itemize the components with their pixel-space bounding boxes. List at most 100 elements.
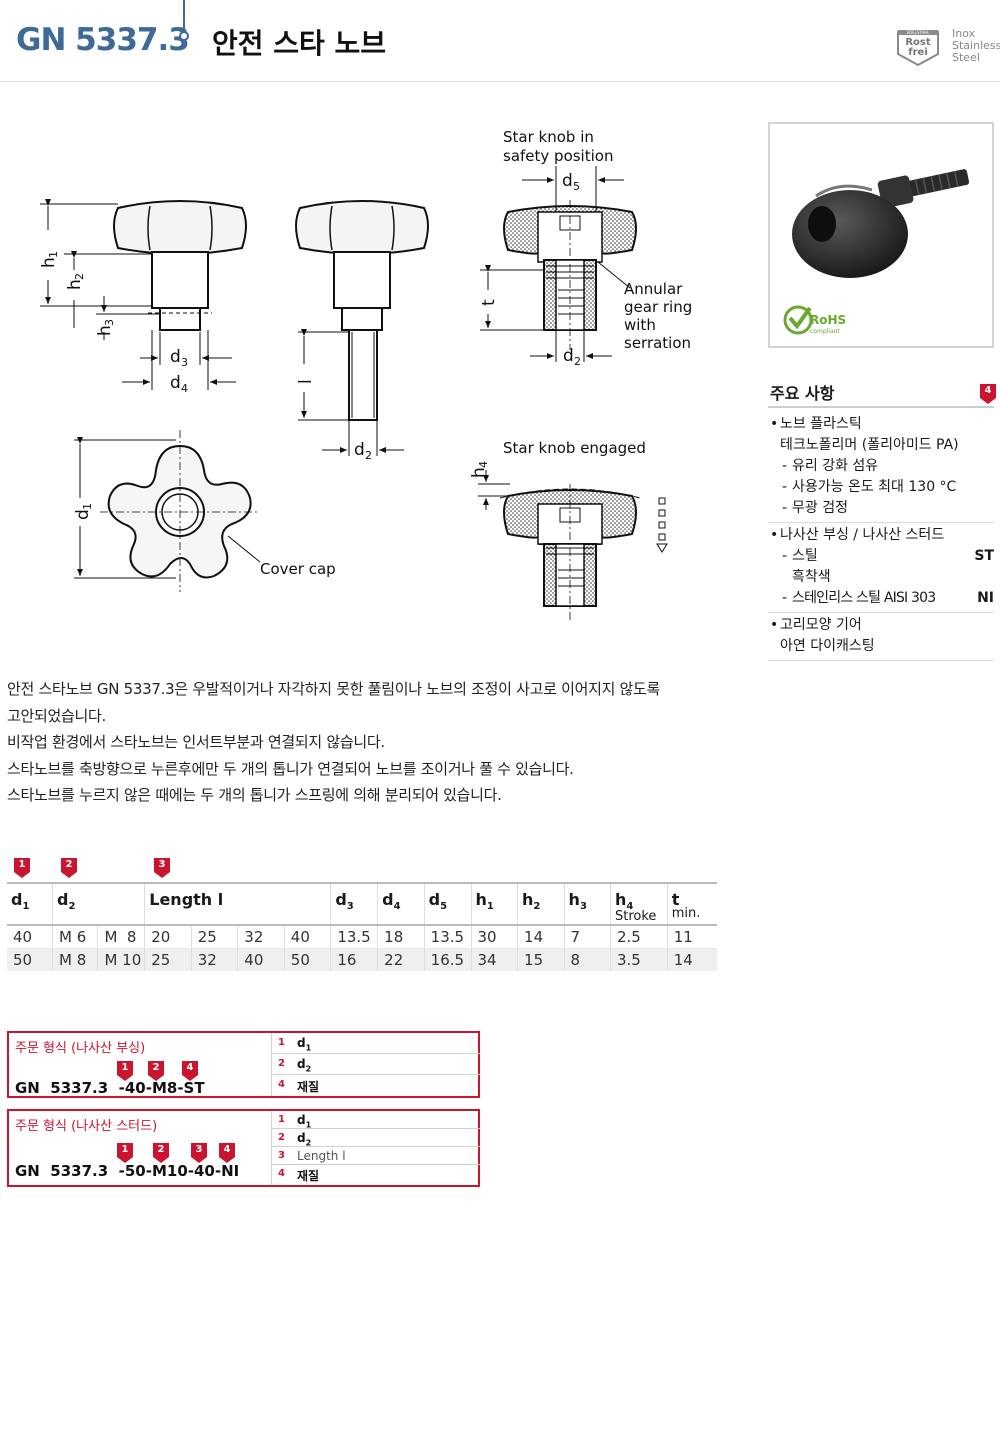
feature-line: 무광 검정	[768, 498, 994, 519]
technical-drawing: h 1 h 2 h 3 d 3 d 4 l d 2	[39, 128, 692, 620]
svg-text:1: 1	[47, 251, 60, 258]
dim-d3: d	[170, 347, 181, 367]
feature-line: 노브 플라스틱	[768, 414, 994, 435]
marker-pin-icon: 1	[117, 1143, 133, 1163]
svg-text:safety position: safety position	[503, 147, 613, 165]
svg-text:RoHS: RoHS	[810, 313, 846, 327]
dim-d2-section: d	[563, 346, 574, 366]
marker-pin-icon: 1	[117, 1061, 133, 1081]
description-line: 스타노브를 누르지 않은 때에는 두 개의 톱니가 스프링에 의해 분리되어 있…	[7, 786, 502, 804]
section-engaged	[499, 484, 641, 620]
svg-text:compliant: compliant	[810, 328, 840, 335]
col-header-h2: h2	[517, 881, 565, 927]
dimension-lines-view1	[40, 199, 236, 390]
svg-text:with: with	[624, 316, 656, 334]
order-title: 주문 형식 (나사산 스터드)	[15, 1119, 158, 1134]
marker-pin-icon: 4	[980, 384, 996, 404]
dimension-lines-view5	[478, 470, 668, 553]
svg-text:3: 3	[103, 319, 116, 326]
order-code: GN 5337.3 -50-M10-40-NI	[15, 1162, 240, 1180]
dim-d2: d	[354, 440, 365, 460]
col-header-h1: h1	[471, 881, 519, 927]
svg-text:1: 1	[81, 503, 94, 510]
svg-text:5: 5	[573, 180, 580, 193]
order-code: GN 5337.3 -40-M8-ST	[15, 1079, 205, 1097]
marker-pin-icon: 2	[153, 1143, 169, 1163]
feature-line: 테크노폴리머 (폴리아미드 PA)	[780, 437, 959, 453]
table-column-markers: 1 2 3	[0, 858, 720, 880]
star-knob-image: RoHS compliant	[783, 169, 970, 335]
dim-d1: d	[73, 509, 93, 520]
col-header-d3: d3	[330, 881, 379, 927]
description-line: 스타노브를 축방향으로 누른후에만 두 개의 톱니가 연결되어 노브를 조이거나…	[7, 759, 574, 778]
svg-text:2: 2	[365, 449, 372, 462]
feature-line: 흑착색	[792, 569, 831, 585]
feature-line: 나사산 부싱 / 나사산 스터드	[768, 525, 994, 546]
svg-text:4: 4	[181, 382, 188, 395]
material-code: NI	[977, 590, 994, 606]
dimension-lines-view4	[74, 437, 261, 579]
marker-pin-icon: 3	[154, 858, 170, 878]
description-line: 고안되었습니다.	[7, 706, 106, 725]
svg-text:frei: frei	[908, 47, 928, 58]
page-header: GN 5337.3 안전 스타 노브 EDELSTAHL Rost frei I…	[0, 0, 1000, 82]
col-header-d5: d5	[424, 881, 472, 927]
knob-side-view-bushing	[113, 200, 247, 331]
svg-text:2: 2	[574, 355, 581, 368]
feature-line: 아연 다이캐스팅	[780, 638, 875, 654]
cover-cap-label: Cover cap	[260, 560, 336, 578]
marker-pin-icon: 3	[191, 1143, 207, 1163]
material-label: Inox Stainless Steel	[952, 27, 1000, 64]
product-photo: RoHS compliant	[768, 122, 994, 348]
col-header-d1: d1	[7, 881, 54, 927]
feature-group-gear: 고리모양 기어 아연 다이캐스팅	[768, 613, 994, 661]
svg-text:3: 3	[181, 356, 188, 369]
page-title: 안전 스타 노브	[212, 27, 387, 60]
dim-h2: h	[65, 279, 85, 290]
marker-pin-icon: 1	[14, 858, 30, 878]
svg-text:2: 2	[73, 273, 86, 280]
feature-line: 고리모양 기어	[768, 615, 994, 636]
order-example-bushing: 주문 형식 (나사산 부싱) 1 2 4 GN 5337.3 -40-M8-ST…	[7, 1031, 480, 1098]
feature-group-knob: 노브 플라스틱 테크노폴리머 (폴리아미드 PA) 유리 강화 섬유 사용가능 …	[768, 412, 994, 523]
rohs-icon: RoHS compliant	[783, 305, 846, 335]
svg-text:serration: serration	[624, 334, 691, 352]
product-code: GN 5337.3	[16, 22, 190, 58]
svg-text:gear ring: gear ring	[624, 298, 692, 316]
description-line: 안전 스타노브 GN 5337.3은 우발적이거나 자각하지 못한 풀림이나 노…	[7, 680, 661, 698]
annular-label: Annular	[624, 280, 683, 298]
dim-l: l	[296, 379, 316, 384]
col-header-d4: d4	[377, 881, 425, 927]
dim-h4: h	[469, 467, 489, 478]
safety-position-label: Star knob in	[503, 128, 594, 146]
description: 안전 스타노브 GN 5337.3은 우발적이거나 자각하지 못한 풀림이나 노…	[7, 676, 737, 809]
header-divider	[183, 0, 185, 32]
section-safety-position	[503, 200, 637, 350]
rostfrei-badge-icon: EDELSTAHL Rost frei	[897, 30, 939, 66]
features-header: 주요 사항 4	[768, 378, 996, 408]
marker-pin-icon: 4	[219, 1143, 235, 1163]
dim-h3: h	[95, 325, 115, 336]
dim-h1: h	[39, 257, 59, 268]
material-code: ST	[974, 548, 994, 564]
description-line: 비작업 환경에서 스타노브는 인서트부분과 연결되지 않습니다.	[7, 733, 385, 751]
order-example-stud: 주문 형식 (나사산 스터드) 1 2 3 4 GN 5337.3 -50-M1…	[7, 1109, 480, 1187]
svg-text:Rost: Rost	[905, 37, 931, 48]
marker-pin-icon: 2	[148, 1061, 164, 1081]
features-list: 노브 플라스틱 테크노폴리머 (폴리아미드 PA) 유리 강화 섬유 사용가능 …	[768, 412, 994, 661]
dim-d5: d	[562, 171, 573, 191]
dimension-lines-view3	[480, 166, 631, 362]
feature-line: 유리 강화 섬유	[768, 456, 994, 477]
